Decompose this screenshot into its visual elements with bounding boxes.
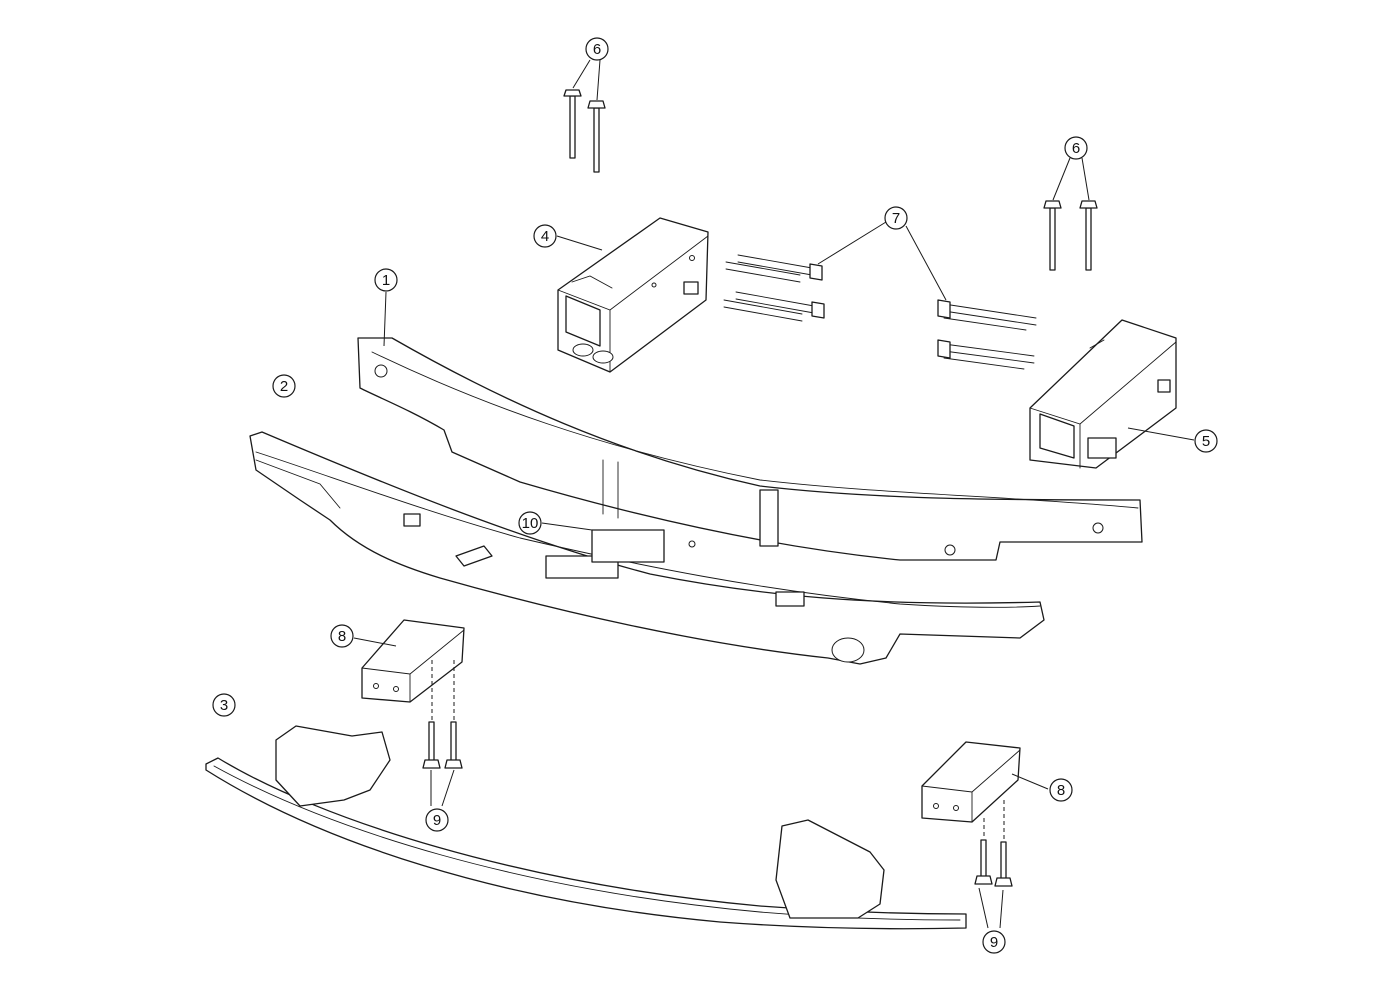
callout-1: 1 xyxy=(374,268,398,292)
callout-10: 10 xyxy=(518,511,542,535)
callout-label: 5 xyxy=(1202,433,1210,450)
callout-label: 2 xyxy=(280,378,288,395)
callout-label: 8 xyxy=(338,628,346,645)
callout-label: 8 xyxy=(1057,782,1065,799)
callout-5: 5 xyxy=(1194,429,1218,453)
callout-label: 9 xyxy=(433,812,441,829)
callout-6-right: 6 xyxy=(1064,136,1088,160)
callout-label: 4 xyxy=(541,228,549,245)
callout-label: 6 xyxy=(593,41,601,58)
bolt-pair-9-left xyxy=(422,721,463,769)
callout-9-right: 9 xyxy=(982,930,1006,954)
callout-label: 9 xyxy=(990,934,998,951)
bolt-pair-6-right xyxy=(1043,200,1098,271)
leader-lines xyxy=(353,59,1195,929)
callout-9-left: 9 xyxy=(425,808,449,832)
bumper-reinforcement-beam-1 xyxy=(357,337,1143,561)
callout-label: 10 xyxy=(522,515,539,532)
crash-box-bracket-5 xyxy=(1029,319,1177,469)
bracket-8-left xyxy=(361,619,465,703)
crash-box-bracket-4 xyxy=(557,217,709,373)
callout-4: 4 xyxy=(533,224,557,248)
callout-6-top: 6 xyxy=(585,37,609,61)
callout-8-left: 8 xyxy=(330,624,354,648)
bolt-set-7 xyxy=(723,254,1037,370)
bolt-pair-9-right xyxy=(974,839,1013,887)
callout-3: 3 xyxy=(212,693,236,717)
bumper-cover-2 xyxy=(249,431,1045,665)
callout-label: 1 xyxy=(382,272,390,289)
callout-label: 3 xyxy=(220,697,228,714)
bolt-pair-6-top xyxy=(563,89,606,173)
callout-label: 7 xyxy=(892,210,900,227)
callout-7: 7 xyxy=(884,206,908,230)
lower-valance-3 xyxy=(205,725,967,930)
callout-label: 6 xyxy=(1072,140,1080,157)
callout-2: 2 xyxy=(272,374,296,398)
bracket-8-right xyxy=(921,741,1021,823)
callout-8-right: 8 xyxy=(1049,778,1073,802)
